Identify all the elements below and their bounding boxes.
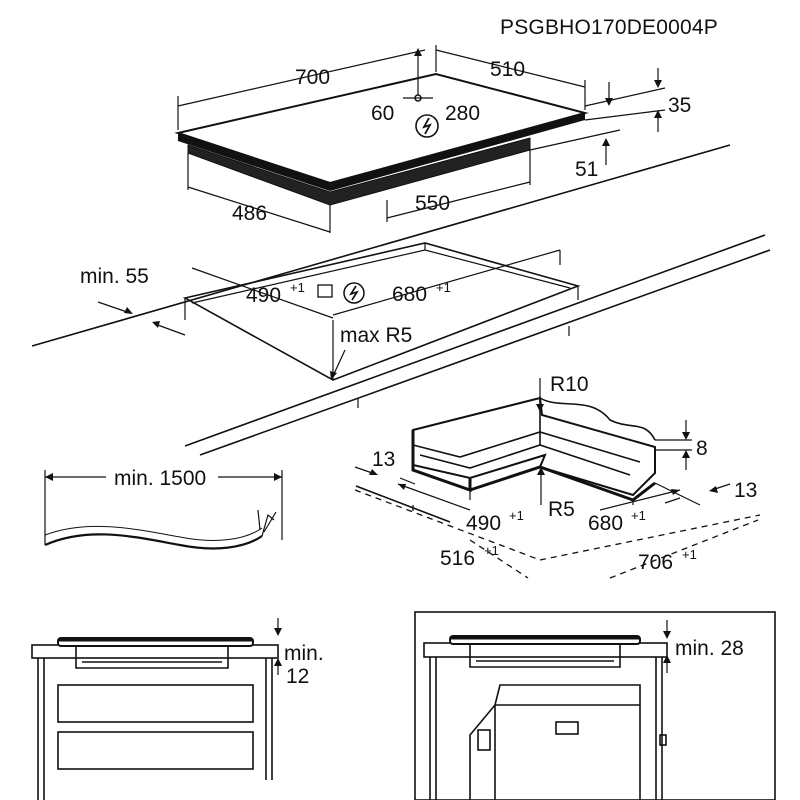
install-oven-drawing: [414, 611, 776, 800]
dim-min-edge: min. 55: [80, 265, 186, 336]
svg-text:+1: +1: [509, 508, 524, 523]
cable-drawing: min. 1500: [44, 467, 283, 550]
svg-text:R10: R10: [550, 373, 589, 396]
dim-cable-offset-left: 60: [371, 102, 394, 125]
hob-glass-edge: [178, 113, 585, 191]
svg-text:490: 490: [246, 284, 281, 307]
hob-drawing: [174, 48, 589, 233]
worktop-drawing: [31, 144, 771, 456]
svg-text:51: 51: [575, 158, 598, 181]
document-code: PSGBHO170DE0004P: [500, 16, 718, 39]
electrical-connection-icon: [415, 114, 439, 138]
dim-cable-offset-right: 280: [445, 102, 480, 125]
dim-body-height: 51: [529, 129, 621, 181]
install-left-clearance-value: 12: [286, 665, 309, 688]
svg-text:+1: +1: [682, 547, 697, 562]
svg-text:510: 510: [490, 58, 525, 81]
dim-cutout-depth: 490 +1: [191, 267, 334, 319]
svg-text:13: 13: [372, 448, 395, 471]
dim-body-depth: 486: [187, 186, 331, 233]
svg-text:8: 8: [696, 437, 708, 460]
svg-text:706: 706: [638, 551, 673, 574]
svg-text:+1: +1: [290, 280, 305, 295]
rebate-frame-drawing: [411, 396, 656, 505]
svg-text:min. 55: min. 55: [80, 265, 149, 288]
dim-rebate-depth: 8: [655, 420, 708, 470]
svg-text:min. 1500: min. 1500: [114, 467, 206, 490]
dim-rebate-inner-width: 680 +1: [588, 489, 681, 535]
cable-wire: [44, 533, 263, 550]
dim-hob-height: 35: [584, 68, 691, 132]
dim-hob-width: 700: [177, 45, 437, 130]
svg-text:700: 700: [295, 66, 330, 89]
svg-text:486: 486: [232, 202, 267, 225]
dim-rebate-outer: 516 +1 706 +1: [354, 489, 761, 579]
install-right-clearance: min. 28: [675, 637, 744, 660]
dim-rebate-inner-depth: 490 +1: [397, 483, 524, 535]
svg-text:+1: +1: [484, 543, 499, 558]
install-oven-frame: [414, 611, 776, 800]
dim-rebate-radius-inner: R5: [537, 467, 575, 521]
cutout-electrical-icon: [343, 282, 365, 304]
svg-text:+1: +1: [631, 508, 646, 523]
svg-text:490: 490: [466, 512, 501, 535]
dim-body-width: 550: [386, 181, 531, 219]
install-left-clearance-prefix: min.: [284, 642, 324, 665]
install-drawers-drawing: [31, 618, 282, 800]
dim-cutout-radius: max R5: [330, 324, 412, 380]
svg-text:516: 516: [440, 547, 475, 570]
dim-rebate-radius-outer: R10: [536, 373, 589, 412]
svg-text:35: 35: [668, 94, 691, 117]
dim-rebate-right: 13: [654, 479, 757, 506]
svg-text:13: 13: [734, 479, 757, 502]
svg-text:max R5: max R5: [340, 324, 412, 347]
cutout-outline: [182, 242, 581, 381]
dim-rebate-left: 13: [354, 448, 451, 523]
svg-text:R5: R5: [548, 498, 575, 521]
svg-text:550: 550: [415, 192, 450, 215]
cable-hole: [317, 284, 333, 298]
dim-hob-depth: 510: [435, 49, 586, 110]
svg-text:680: 680: [392, 283, 427, 306]
dim-cutout-width: 680 +1: [332, 249, 561, 316]
svg-text:+1: +1: [436, 280, 451, 295]
svg-text:680: 680: [588, 512, 623, 535]
